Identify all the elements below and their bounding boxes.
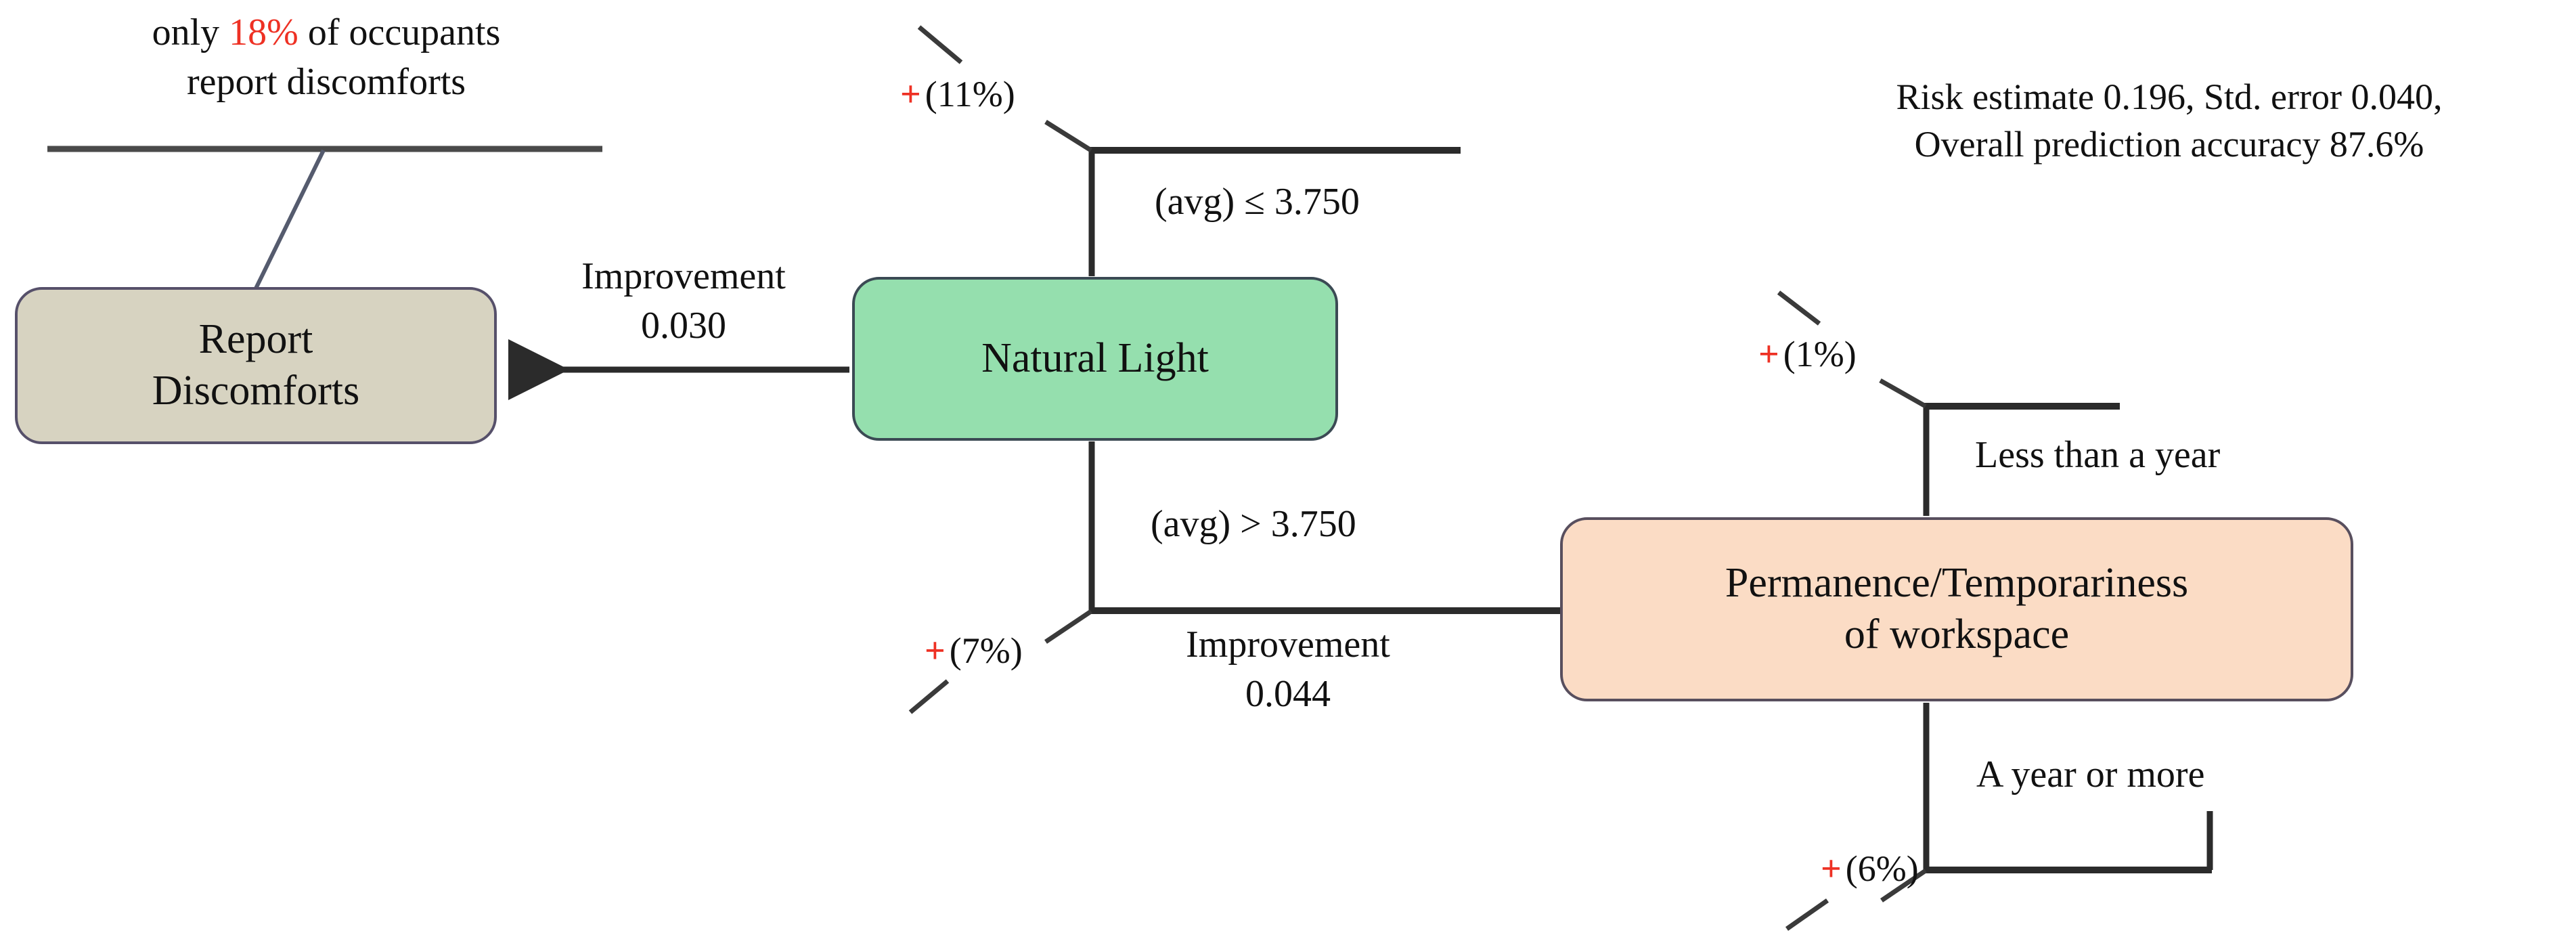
percent-tag-11-value: (11%) xyxy=(925,74,1015,114)
edge-label-improvement-044: Improvement 0.044 xyxy=(1186,624,1390,715)
tick-tag-11-lower xyxy=(1044,120,1092,152)
plus-icon: + xyxy=(1821,848,1842,889)
node-permanence-temporariness[interactable]: Permanence/Temporariness of workspace xyxy=(1560,517,2353,701)
annotation-discomfort-callout: only 18% of occupants report discomforts xyxy=(49,8,604,107)
annotation-risk-stats: Risk estimate 0.196, Std. error 0.040, O… xyxy=(1896,77,2443,165)
branch-label-avg-gt: (avg) > 3.750 xyxy=(1151,503,1356,545)
tick-tag-7-upper xyxy=(1044,609,1092,644)
tick-tag-7-lower xyxy=(908,679,950,714)
branch-label-avg-le: (avg) ≤ 3.750 xyxy=(1155,181,1360,223)
plus-icon: + xyxy=(900,74,921,114)
percent-tag-1: +(1%) xyxy=(1758,333,1857,375)
node-permanence-temporariness-label: Permanence/Temporariness of workspace xyxy=(1725,560,2189,657)
annotation-discomfort-highlight: 18% xyxy=(229,12,298,53)
plus-icon: + xyxy=(925,630,946,671)
tick-tag-1-upper xyxy=(1777,290,1821,326)
node-natural-light[interactable]: Natural Light xyxy=(852,277,1338,441)
node-report-discomforts[interactable]: Report Discomforts xyxy=(15,287,497,444)
tick-tag-6-lower xyxy=(1785,898,1829,931)
annotation-discomfort-suffix: of occupants report discomforts xyxy=(186,12,501,103)
tick-tag-1-lower xyxy=(1879,378,1927,409)
tick-tag-6-upper xyxy=(1880,869,1927,902)
callout-leader-discomfort xyxy=(254,149,326,290)
percent-tag-6-value: (6%) xyxy=(1845,848,1919,889)
edge-label-improvement-030: Improvement 0.030 xyxy=(581,255,786,347)
branch-label-less-than-a-year: Less than a year xyxy=(1975,434,2221,476)
tick-tag-11-upper xyxy=(917,25,963,64)
percent-tag-1-value: (1%) xyxy=(1783,334,1857,374)
percent-tag-7-value: (7%) xyxy=(949,630,1023,671)
annotation-discomfort-prefix: only xyxy=(152,12,229,53)
node-natural-light-label: Natural Light xyxy=(981,335,1209,382)
branch-label-a-year-or-more: A year or more xyxy=(1976,754,2205,796)
plus-icon: + xyxy=(1758,334,1779,374)
percent-tag-6: +(6%) xyxy=(1821,848,1919,890)
percent-tag-7: +(7%) xyxy=(925,630,1023,672)
node-report-discomforts-label: Report Discomforts xyxy=(152,316,360,414)
percent-tag-11: +(11%) xyxy=(900,73,1015,115)
